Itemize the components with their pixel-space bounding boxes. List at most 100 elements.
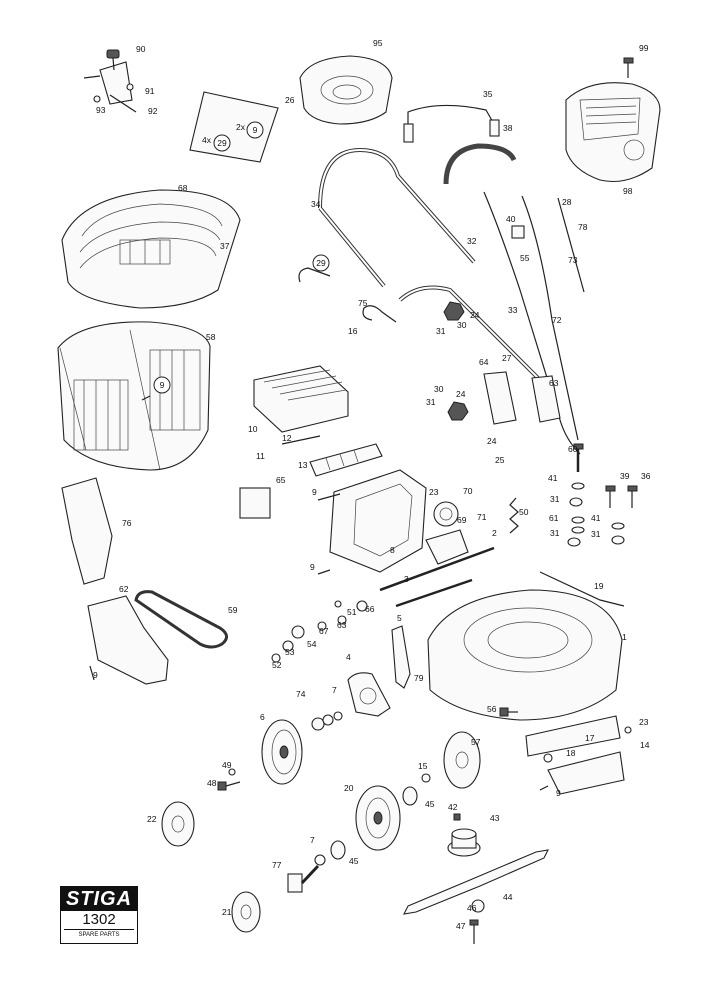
callout-c4x: 4x [202,135,212,145]
callout-c43: 43 [490,813,500,823]
callout-c95: 95 [373,38,383,48]
washer [421,773,431,783]
callout-circled-k9a: 9 [253,125,258,135]
callout-c23a: 23 [429,487,439,497]
middle-handle [398,285,542,382]
screws [89,395,549,791]
callout-c32: 32 [467,236,477,246]
callout-c2: 2 [492,528,497,538]
spring-clip [298,267,397,323]
callout-c52: 52 [272,660,282,670]
handle-bar [539,571,625,607]
callout-c7a: 7 [332,685,337,695]
callout-c47: 47 [456,921,466,931]
battery-strap [281,435,321,445]
callout-c60: 60 [568,444,578,454]
callout-c91: 91 [145,86,155,96]
logo-caption: SPARE PARTS [64,929,134,941]
callout-c59: 59 [228,605,238,615]
hardware-right [567,482,638,547]
switch-bracket [239,487,271,519]
callout-c93: 93 [96,105,106,115]
brand-logo-text: STIGA [61,887,137,911]
callout-c8: 8 [390,545,395,555]
callout-circle-k29a [213,134,231,152]
bolt [623,57,634,78]
callout-c23b: 23 [639,717,649,727]
upper-handle [403,104,517,185]
mower-deck [427,589,623,721]
bearing [330,786,418,860]
callout-c98: 98 [623,186,633,196]
callout-c50: 50 [519,507,529,517]
grass-catcher-top [61,189,241,309]
hubcap-front [231,891,261,933]
callout-c54: 54 [307,639,317,649]
callout-c18: 18 [566,748,576,758]
callout-c3: 3 [404,574,409,584]
callout-c9c: 9 [93,670,98,680]
callout-c19: 19 [594,581,604,591]
control-cables [483,191,585,455]
callout-c42: 42 [448,802,458,812]
callout-circled-k9b: 9 [160,380,165,390]
callout-c78: 78 [578,222,588,232]
callout-c1: 1 [622,632,627,642]
callout-c58: 58 [206,332,216,342]
callout-c30b: 30 [434,384,444,394]
callout-c2x: 2x [236,122,246,132]
callout-c67: 67 [319,626,329,636]
top-cover [299,55,393,125]
callout-c5: 5 [397,613,402,623]
callout-c12: 12 [282,433,292,443]
callout-c63: 63 [549,378,559,388]
callout-c69: 69 [457,515,467,525]
callout-c28: 28 [562,197,572,207]
stiga-spare-parts-logo: STIGA 1302 SPARE PARTS [60,886,138,944]
callout-c20: 20 [344,783,354,793]
gearbox [425,529,469,565]
callout-c35: 35 [483,89,493,99]
callout-c15: 15 [418,761,428,771]
callout-c9b: 9 [310,562,315,572]
battery-bracket [309,443,383,477]
wheel-bolt [217,768,241,791]
throttle-lever-assembly [83,49,137,113]
callout-c14: 14 [640,740,650,750]
callout-c64: 64 [479,357,489,367]
engine-cover [565,82,661,183]
rear-flap [525,715,632,795]
discharge-chute [61,477,113,585]
callout-c7b: 7 [310,835,315,845]
deck-bolt [499,707,518,717]
callout-c70: 70 [463,486,473,496]
belt-guard [87,595,169,685]
callout-c46: 46 [467,903,477,913]
callout-c6: 6 [260,712,265,722]
callout-c90: 90 [136,44,146,54]
callout-c72: 72 [552,315,562,325]
parts-bag [189,91,279,163]
callout-c26: 26 [285,95,295,105]
callout-c27: 27 [502,353,512,363]
callout-c16: 16 [348,326,358,336]
hubcap-rear [161,801,195,847]
callout-c31e: 31 [591,529,601,539]
front-wheel [355,785,401,851]
callout-c31c: 31 [550,494,560,504]
callout-c36: 36 [641,471,651,481]
callout-c13: 13 [298,460,308,470]
callout-c9d: 9 [556,788,561,798]
callout-c76: 76 [122,518,132,528]
callout-c24b: 24 [456,389,466,399]
callout-c22: 22 [147,814,157,824]
callout-c68: 68 [178,183,188,193]
callout-c44: 44 [503,892,513,902]
drive-shaft [379,546,495,608]
callout-circle-k29b [312,254,330,272]
grass-catcher-bottom [57,321,211,471]
callout-c56: 56 [487,704,497,714]
wheel-hub [311,711,343,731]
callout-c57: 57 [471,737,481,747]
